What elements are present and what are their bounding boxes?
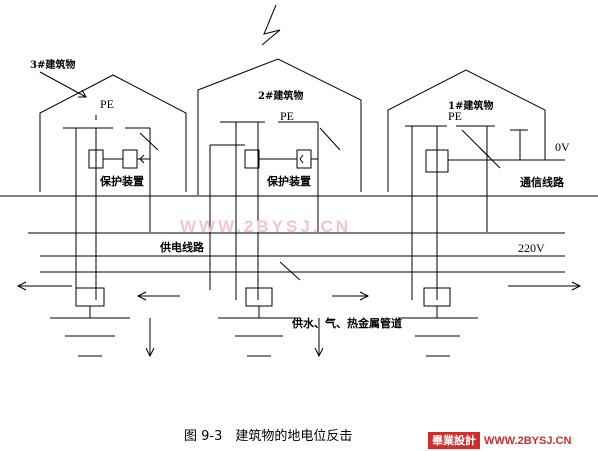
protector-box-2a — [244, 149, 260, 169]
protector-box-1 — [425, 149, 449, 173]
label-comm-line: 通信线路 — [520, 175, 565, 189]
label-building-1: 1#建筑物 — [448, 99, 493, 112]
label-pe-2: PE — [280, 109, 294, 123]
logo-badge: 畢業設計 — [428, 432, 480, 449]
ground-box-2 — [245, 287, 273, 307]
label-power-line: 供电线路 — [159, 240, 205, 254]
label-pipes: 供水、气、热金属管道 — [291, 316, 402, 330]
label-pe-1: PE — [448, 109, 462, 123]
label-0v: 0V — [555, 140, 570, 154]
lightning-bolt — [261, 4, 281, 46]
logo-url: WWW.2BYSJ.CN — [484, 434, 572, 447]
building-2 — [197, 58, 362, 300]
watermark-text: WWW.2BYSJ.CN — [180, 217, 351, 236]
building-3 — [39, 74, 187, 300]
figure-caption: 图 9-3 建筑物的地电位反击 — [184, 428, 352, 444]
label-pe-3: PE — [100, 97, 114, 111]
label-building-3: 3#建筑物 — [30, 58, 75, 71]
protector-box-3b — [122, 149, 138, 169]
protector-box-2b — [296, 149, 312, 169]
label-protector-3: 保护装置 — [99, 174, 144, 188]
site-logo: 畢業設計 WWW.2BYSJ.CN — [428, 432, 571, 449]
label-220v: 220V — [518, 241, 545, 255]
ground-box-3 — [75, 287, 105, 307]
building-1 — [387, 69, 565, 300]
label-protector-2: 保护装置 — [266, 174, 311, 188]
label-building-2: 2#建筑物 — [258, 89, 303, 102]
